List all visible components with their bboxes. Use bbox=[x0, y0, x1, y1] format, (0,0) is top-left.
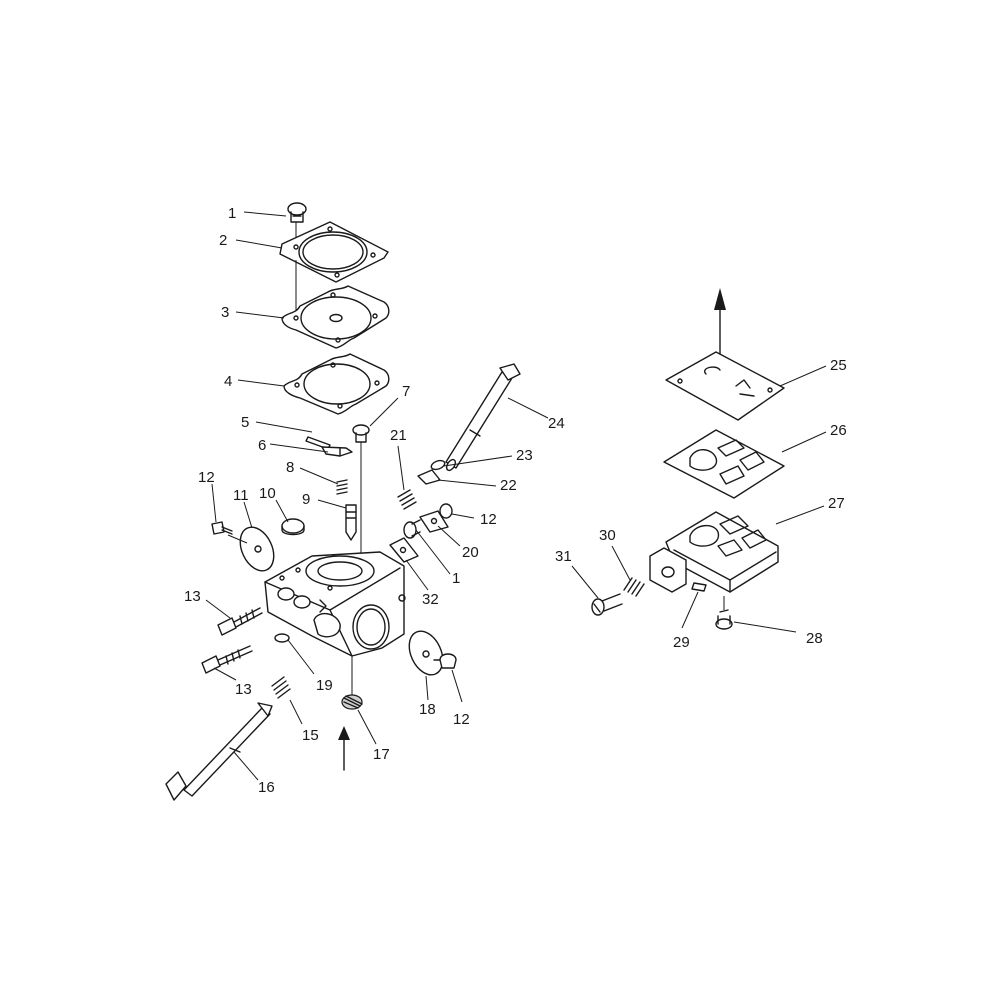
callout-4: 4 bbox=[224, 373, 232, 390]
callout-26: 26 bbox=[830, 422, 847, 439]
callout-labels: 1 2 3 4 5 6 7 8 9 10 11 12 21 23 22 12 2… bbox=[184, 205, 847, 796]
choke-shaft-part-16 bbox=[165, 702, 273, 801]
carburetor-body bbox=[264, 551, 406, 657]
callout-1: 1 bbox=[228, 205, 236, 222]
plate-part-32 bbox=[389, 537, 419, 563]
callout-10: 10 bbox=[259, 485, 276, 502]
screw-part-7 bbox=[352, 424, 370, 443]
ring-part-19 bbox=[274, 633, 290, 643]
needle-valve-part-9 bbox=[345, 504, 357, 541]
callout-13-upper: 13 bbox=[184, 588, 201, 605]
pin-part-29 bbox=[691, 582, 707, 592]
gasket-part-25 bbox=[665, 351, 785, 421]
screw-part-12-lower bbox=[433, 653, 457, 669]
callout-1-lower: 1 bbox=[452, 570, 460, 587]
filter-screen-part-17 bbox=[341, 694, 363, 710]
callout-12-lower: 12 bbox=[453, 711, 470, 728]
pump-diaphragm-part-11 bbox=[239, 526, 275, 572]
throttle-shaft-part-24 bbox=[445, 363, 521, 472]
callout-20: 20 bbox=[462, 544, 479, 561]
adjust-screw-part-13-lower bbox=[201, 645, 253, 674]
callout-6: 6 bbox=[258, 437, 266, 454]
callout-31: 31 bbox=[555, 548, 572, 565]
callout-17: 17 bbox=[373, 746, 390, 763]
spring-part-8 bbox=[336, 479, 348, 495]
diaphragm-part-18 bbox=[408, 630, 444, 676]
gasket-part-26 bbox=[663, 429, 785, 499]
callout-2: 2 bbox=[219, 232, 227, 249]
callout-12-left: 12 bbox=[198, 469, 215, 486]
screw-part-1 bbox=[287, 202, 307, 223]
pump-body-part-27 bbox=[649, 511, 779, 593]
callout-25: 25 bbox=[830, 357, 847, 374]
callout-9: 9 bbox=[302, 491, 310, 508]
flow-arrow-left bbox=[338, 726, 350, 771]
callout-11: 11 bbox=[233, 487, 249, 504]
callout-22: 22 bbox=[500, 477, 517, 494]
plate-part-20 bbox=[419, 510, 449, 533]
callout-30: 30 bbox=[599, 527, 616, 544]
callout-8: 8 bbox=[286, 459, 294, 476]
screw-part-28 bbox=[715, 609, 733, 630]
screw-part-31 bbox=[591, 593, 623, 616]
screw-part-12-upper bbox=[439, 503, 453, 519]
lever-part-22 bbox=[417, 469, 441, 485]
callout-29: 29 bbox=[673, 634, 690, 651]
callout-24: 24 bbox=[548, 415, 565, 432]
callout-18: 18 bbox=[419, 701, 436, 718]
spring-part-21 bbox=[397, 489, 417, 510]
adjust-screw-part-13-upper bbox=[217, 607, 263, 636]
callout-3: 3 bbox=[221, 304, 229, 321]
callout-23: 23 bbox=[516, 447, 533, 464]
diaphragm-part-3 bbox=[281, 285, 390, 349]
callout-19: 19 bbox=[316, 677, 333, 694]
callout-32: 32 bbox=[422, 591, 439, 608]
cap-part-10 bbox=[281, 518, 305, 536]
callout-7: 7 bbox=[402, 383, 410, 400]
screw-part-12-left bbox=[211, 521, 233, 535]
gasket-part-4 bbox=[283, 353, 390, 415]
spring-part-30 bbox=[623, 577, 645, 597]
callout-21: 21 bbox=[390, 427, 407, 444]
callout-15: 15 bbox=[302, 727, 319, 744]
ring-part-23 bbox=[430, 459, 446, 471]
lever-part-6 bbox=[321, 446, 353, 457]
screw-part-1-lower bbox=[403, 519, 421, 539]
callout-16: 16 bbox=[258, 779, 275, 796]
spring-part-15 bbox=[271, 676, 291, 699]
callout-28: 28 bbox=[806, 630, 823, 647]
callout-12-upper: 12 bbox=[480, 511, 497, 528]
leader-lines bbox=[205, 211, 827, 781]
callout-13-lower: 13 bbox=[235, 681, 252, 698]
cover-plate-part-2 bbox=[279, 221, 389, 283]
callout-27: 27 bbox=[828, 495, 845, 512]
callout-5: 5 bbox=[241, 414, 249, 431]
